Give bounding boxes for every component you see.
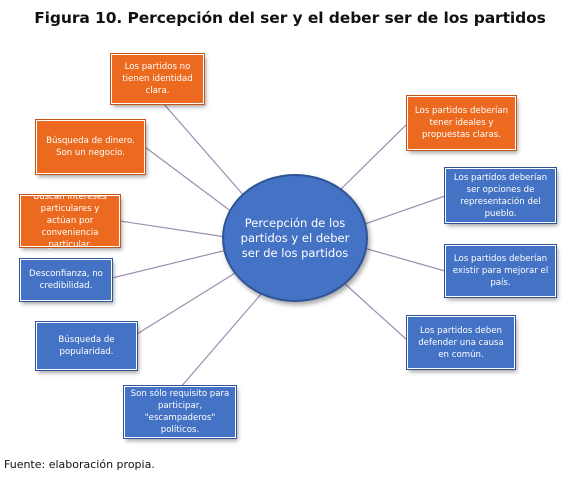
figure-source: Fuente: elaboración propia. — [4, 458, 155, 471]
node-causa-comun: Los partidos deben defender una causa en… — [406, 315, 516, 370]
node-representacion: Los partidos deberían ser opciones de re… — [444, 167, 557, 224]
connector-left-1 — [162, 102, 253, 206]
node-desconfianza: Desconfianza, no credibilidad. — [19, 258, 113, 302]
node-mejorar-pais: Los partidos deberían existir para mejor… — [444, 244, 557, 298]
connector-left-3 — [119, 220, 227, 238]
connector-right-2 — [361, 195, 446, 226]
connector-right-4 — [343, 282, 408, 341]
node-intereses-particulares: Buscan intereses particulares y actúan p… — [19, 192, 121, 250]
node-busqueda-dinero: Búsqueda de dinero. Son un negocio. — [35, 119, 146, 175]
figure-title: Figura 10. Percepción del ser y el deber… — [34, 9, 546, 27]
node-no-identidad: Los partidos no tienen identidad clara. — [110, 53, 205, 105]
node-escampaderos: Son sólo requisito para participar, "esc… — [123, 385, 237, 439]
connector-left-2 — [144, 146, 241, 219]
node-popularidad: Búsqueda de popularidad. — [35, 321, 138, 371]
connector-left-4 — [111, 249, 228, 279]
connector-right-1 — [335, 123, 408, 195]
connector-left-6 — [179, 292, 263, 389]
connector-left-5 — [136, 269, 241, 335]
central-node: Percepción de los partidos y el deber se… — [222, 174, 368, 302]
node-ideales-claros: Los partidos deberían tener ideales y pr… — [406, 95, 517, 151]
connector-right-3 — [363, 247, 446, 272]
